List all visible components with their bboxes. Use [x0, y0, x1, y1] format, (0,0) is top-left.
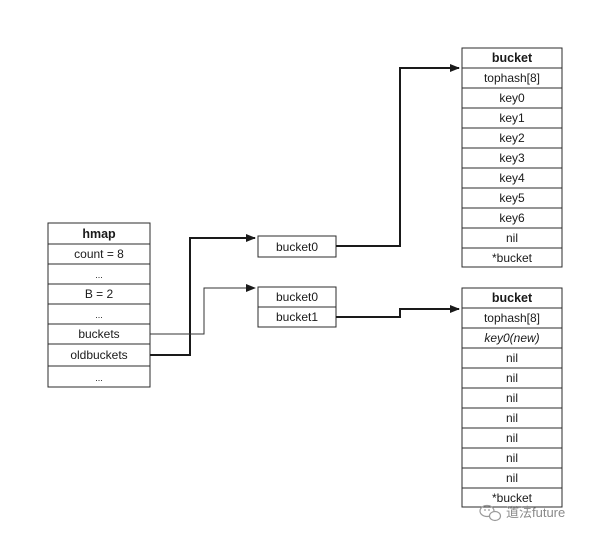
old-buckets-array: bucket0 bucket1 [257, 286, 337, 328]
new-bucket0-label: bucket0 [276, 240, 318, 254]
watermark: 道法future [479, 504, 565, 522]
bucket-bottom-row: *bucket [492, 491, 533, 505]
bucket-top-row: key1 [499, 111, 525, 125]
bucket-bottom-row: nil [506, 411, 518, 425]
hmap-struct: hmap count = 8 ... B = 2 ... buckets old… [47, 222, 151, 388]
hmap-field-ellipsis: ... [95, 270, 103, 280]
hmap-field-ellipsis: ... [95, 310, 103, 320]
hmap-title: hmap [82, 227, 116, 241]
old-bucket1-label: bucket1 [276, 310, 318, 324]
bucket-row-cell [461, 487, 563, 508]
wechat-icon [479, 504, 502, 522]
hmap-field-b: B = 2 [85, 287, 114, 301]
bucket-top-row: *bucket [492, 251, 533, 265]
watermark-text: 道法future [506, 505, 565, 520]
bucket-bottom-row: nil [506, 471, 518, 485]
bucket-bottom-row: nil [506, 351, 518, 365]
bucket-top-row: key5 [499, 191, 525, 205]
bucket-top-row: nil [506, 231, 518, 245]
hmap-field-ellipsis: ... [95, 373, 103, 383]
bucket-struct-bottom: bucket tophash[8] key0(new) nil nil nil … [461, 287, 563, 508]
bucket-top-row: tophash[8] [484, 71, 540, 85]
hmap-field-cell [47, 365, 151, 388]
buckets-to-old-bucket0-arrow [150, 284, 256, 335]
bucket-top-row: key3 [499, 151, 525, 165]
old-bucket1-to-bucket-arrow [336, 305, 460, 318]
bucket-bottom-row: nil [506, 451, 518, 465]
hmap-field-count: count = 8 [74, 247, 124, 261]
new-bucket0-to-bucket-arrow [336, 64, 460, 247]
bucket-top-title: bucket [492, 51, 533, 65]
hmap-field-oldbuckets: oldbuckets [70, 348, 127, 362]
new-buckets-array: bucket0 [257, 235, 337, 258]
bucket-struct-top: bucket tophash[8] key0 key1 key2 key3 ke… [461, 47, 563, 268]
bucket-bottom-row: tophash[8] [484, 311, 540, 325]
bucket-top-row: key2 [499, 131, 525, 145]
bucket-bottom-row: nil [506, 371, 518, 385]
hmap-field-buckets: buckets [78, 327, 119, 341]
bucket-top-row: key4 [499, 171, 525, 185]
bucket-top-row: key0 [499, 91, 525, 105]
bucket-row-cell [461, 247, 563, 268]
bucket-bottom-title: bucket [492, 291, 533, 305]
oldbuckets-to-new-bucket0-arrow [150, 234, 256, 356]
old-bucket0-label: bucket0 [276, 290, 318, 304]
bucket-bottom-row-new-key: key0(new) [484, 331, 539, 345]
bucket-bottom-row: nil [506, 431, 518, 445]
bucket-bottom-row: nil [506, 391, 518, 405]
bucket-top-row: key6 [499, 211, 525, 225]
